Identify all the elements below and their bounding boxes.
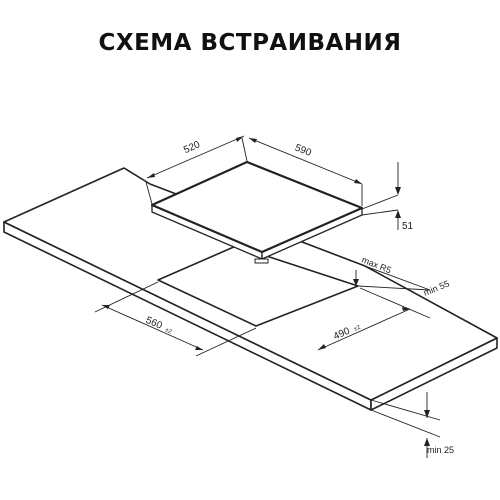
dim-min-back-gap: min 55 bbox=[422, 278, 451, 297]
dim-cutout-width: 560 bbox=[144, 315, 164, 332]
dim-cutout-width-tolerance: ±2 bbox=[164, 327, 173, 335]
dimension-lines bbox=[94, 135, 441, 458]
dim-min-counter-thickness: min 25 bbox=[427, 445, 454, 455]
page-title: СХЕМА ВСТРАИВАНИЯ bbox=[98, 30, 402, 56]
dim-hob-depth: 520 bbox=[182, 139, 202, 156]
hob-bottom-module bbox=[254, 258, 269, 264]
hob bbox=[150, 160, 364, 264]
dim-cutout-depth-tolerance: ±2 bbox=[353, 324, 362, 332]
dim-hob-height: 51 bbox=[402, 221, 414, 232]
hob-glass-top bbox=[150, 160, 364, 254]
dim-cutout-width-group: 560 ±2 bbox=[144, 315, 175, 337]
svg-text:560 ±2: 560 ±2 bbox=[144, 315, 175, 337]
dimension-arrows bbox=[102, 136, 430, 446]
dim-hob-width: 590 bbox=[293, 142, 313, 159]
